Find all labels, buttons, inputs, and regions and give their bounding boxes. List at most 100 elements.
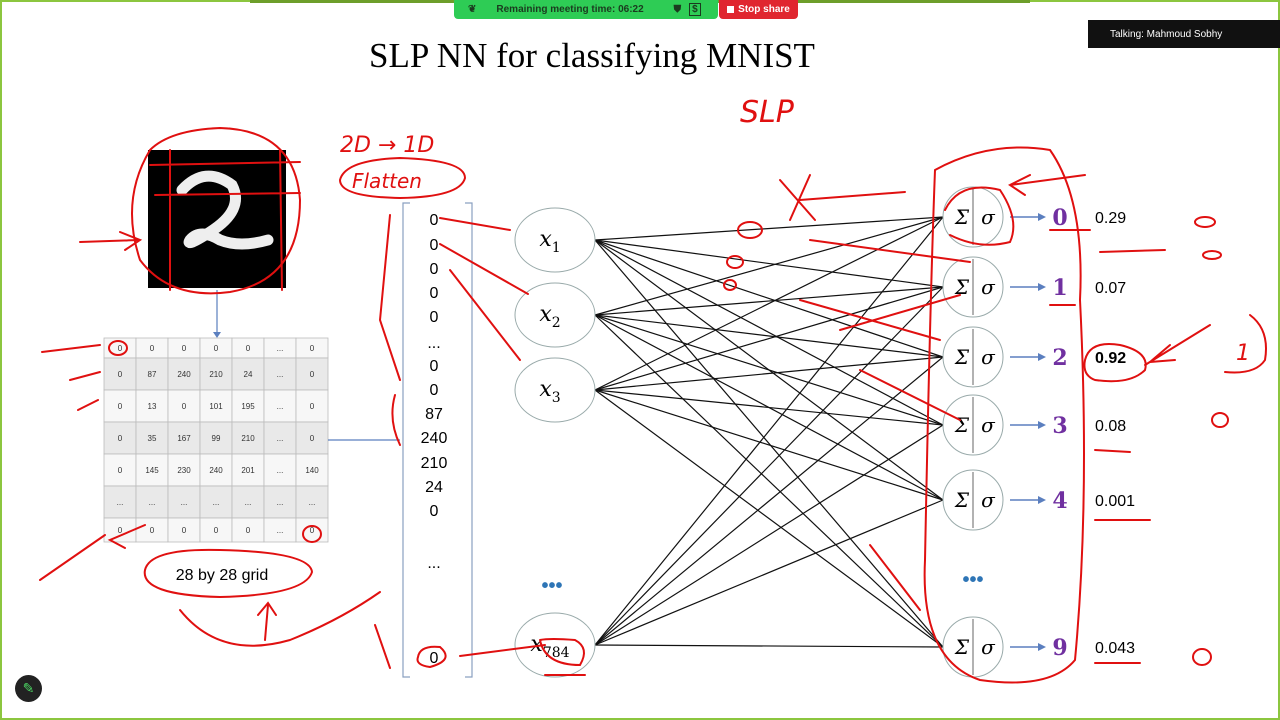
meeting-status-bar: ❦ Remaining meeting time: 06:22 ⛊ $ [454, 0, 718, 19]
class-probability: 0.29 [1095, 210, 1126, 227]
stop-share-button[interactable]: Stop share [719, 0, 798, 19]
grid-cell [199, 517, 233, 543]
grid-cell [135, 389, 169, 423]
grid-cell [231, 421, 265, 455]
sigma-symbol: σ [981, 205, 996, 229]
weight-edge [594, 314, 944, 426]
class-label: 0 [1052, 205, 1067, 231]
grid-cell [103, 517, 137, 543]
grid-cell-value: 13 [148, 402, 157, 411]
grid-cell [167, 357, 201, 391]
weight-edge [594, 356, 944, 646]
input-node [514, 282, 596, 348]
grid-cell-value: 140 [305, 466, 319, 475]
grid-cell-value: 0 [118, 434, 123, 443]
grid-cell-value: 0 [118, 526, 123, 535]
class-label: 1 [1052, 275, 1067, 301]
grid-cell-value: ... [117, 498, 124, 507]
dollar-icon[interactable]: $ [689, 3, 701, 16]
annotation-one: 1 [1236, 341, 1250, 366]
digit-two-stroke [176, 170, 274, 250]
grid-cell-value: 195 [241, 402, 255, 411]
sum-symbol: Σ [954, 275, 970, 299]
grid-cell [103, 389, 137, 423]
grid-cell-value: 240 [177, 370, 191, 379]
output-ellipsis: ••• [962, 569, 983, 591]
grid-cell [263, 421, 297, 455]
grid-cell [231, 453, 265, 487]
stop-share-label: Stop share [738, 4, 790, 15]
vector-value: 0 [430, 261, 439, 278]
weight-edge [594, 286, 944, 646]
class-probability: 0.07 [1095, 280, 1126, 297]
grid-cell-value: ... [245, 498, 252, 507]
grid-cell-value: 167 [177, 434, 191, 443]
grid-cell-value: ... [277, 498, 284, 507]
grid-cell-value: 0 [214, 344, 219, 353]
weight-edge [594, 499, 944, 646]
class-probability: 0.92 [1095, 350, 1126, 367]
grid-cell-value: 210 [209, 370, 223, 379]
weight-edge [594, 239, 944, 358]
handwritten-annotations [39, 126, 1267, 684]
grid-caption: 28 by 28 grid [176, 567, 269, 584]
grid-cell-value: 0 [182, 526, 187, 535]
weight-edge [594, 389, 944, 426]
remaining-time: Remaining meeting time: 06:22 [496, 4, 644, 15]
grid-cell-value: ... [277, 370, 284, 379]
annotate-pen-button[interactable]: ✎ [15, 675, 42, 702]
grid-cell-value: 0 [246, 344, 251, 353]
grid-cell-value: 0 [118, 466, 123, 475]
class-probability: 0.001 [1095, 493, 1135, 510]
grid-cell-value: 0 [310, 402, 315, 411]
grid-cell-value: 0 [118, 370, 123, 379]
grid-cell-value: 0 [118, 344, 123, 353]
grid-cell-value: 0 [310, 526, 315, 535]
sigma-symbol: σ [981, 345, 996, 369]
grid-cell [199, 389, 233, 423]
annotation-flatten: Flatten [352, 169, 422, 193]
sum-symbol: Σ [954, 345, 970, 369]
grid-cell-value: 210 [241, 434, 255, 443]
leaf-icon: ❦ [468, 4, 477, 15]
grid-cell-value: 35 [148, 434, 157, 443]
grid-cell-value: 0 [150, 344, 155, 353]
slide-title: SLP NN for classifying MNIST [369, 36, 815, 75]
grid-cell-value: ... [277, 402, 284, 411]
class-label: 3 [1052, 413, 1067, 439]
grid-cell [103, 357, 137, 391]
weight-edge [594, 389, 944, 501]
grid-cell-value: 0 [150, 526, 155, 535]
grid-cell-value: 230 [177, 466, 191, 475]
grid-cell [199, 453, 233, 487]
grid-cell-value: 99 [212, 434, 221, 443]
weight-edge [594, 216, 944, 391]
grid-cell-value: 240 [209, 466, 223, 475]
weight-edge [594, 216, 944, 316]
sigma-symbol: σ [981, 488, 996, 512]
shield-icon[interactable]: ⛊ [673, 4, 682, 15]
weight-edge [594, 286, 944, 391]
vector-value: 210 [421, 455, 448, 472]
mnist-digit-image [148, 150, 286, 288]
grid-cell [295, 357, 329, 391]
weight-edge [594, 239, 944, 648]
grid-cell [103, 453, 137, 487]
grid-cell-value: 101 [209, 402, 223, 411]
grid-cell [167, 453, 201, 487]
grid-cell [295, 453, 329, 487]
weight-edge [594, 239, 944, 288]
class-label: 9 [1052, 635, 1067, 661]
sum-symbol: Σ [954, 635, 970, 659]
grid-cell-value: 0 [214, 526, 219, 535]
input-node [514, 612, 596, 678]
weight-edge [594, 644, 944, 648]
talking-indicator: Talking: Mahmoud Sobhy [1088, 20, 1280, 48]
weight-edge [594, 314, 944, 358]
grid-cell-value: 0 [118, 402, 123, 411]
grid-cell-value: 24 [244, 370, 253, 379]
grid-cell-value: ... [309, 498, 316, 507]
grid-cell-value: ... [181, 498, 188, 507]
